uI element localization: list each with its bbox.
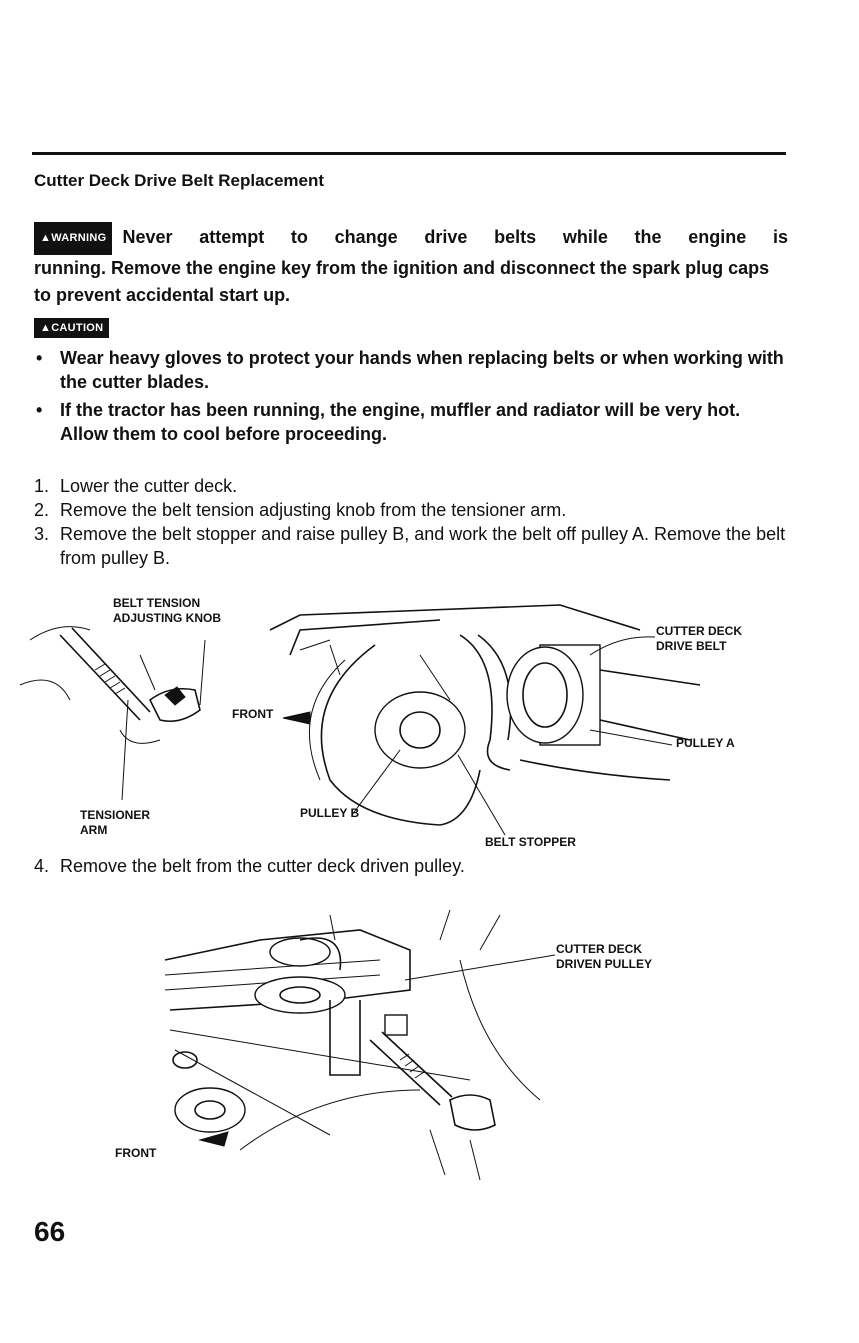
- front-arrow-icon: [282, 711, 311, 725]
- leader-pulley-a: [589, 729, 673, 746]
- warning-first-line: ▲WARNING Never attempt to change drive be…: [34, 222, 788, 255]
- leader-tensioner: [121, 699, 129, 801]
- step-item: 2.Remove the belt tension adjusting knob…: [34, 500, 567, 520]
- leader-knob: [199, 639, 206, 706]
- front-arrow-icon-2: [198, 1131, 229, 1147]
- drive-belt-illustration: [19, 604, 701, 836]
- label-cutter-deck-drive-belt: CUTTER DECK DRIVE BELT: [656, 624, 742, 653]
- page-number: 66: [34, 1216, 66, 1247]
- figure-drive-belt: BELT TENSION ADJUSTING KNOB FRONT CUTTER…: [0, 590, 859, 855]
- warning-badge-label: WARNING: [51, 232, 107, 244]
- warning-triangle-icon: ▲: [40, 232, 52, 244]
- driven-pulley-illustration: [164, 909, 556, 1181]
- step-item: 1.Lower the cutter deck.: [34, 476, 238, 496]
- leader-driven-pulley: [404, 954, 556, 981]
- leader-knob-2: [139, 654, 156, 691]
- caution-badge-label: CAUTION: [51, 322, 104, 334]
- label-belt-stopper: BELT STOPPER: [485, 835, 576, 849]
- step-item: 3.Remove the belt stopper and raise pull…: [34, 524, 786, 568]
- steps-list: 1.Lower the cutter deck. 2.Remove the be…: [34, 474, 790, 570]
- figure-driven-pulley: CUTTER DECK DRIVEN PULLEY FRONT: [0, 900, 859, 1185]
- top-rule: [32, 152, 786, 155]
- caution-badge: ▲CAUTION: [34, 318, 110, 338]
- leader-pulley-b: [351, 749, 401, 816]
- label-cutter-deck-driven-pulley: CUTTER DECK DRIVEN PULLEY: [556, 942, 653, 971]
- label-pulley-b: PULLEY B: [300, 806, 360, 820]
- caution-triangle-icon: ▲: [40, 322, 52, 334]
- label-tensioner-arm: TENSIONER ARM: [80, 808, 151, 837]
- warning-text-rest: running. Remove the engine key from the …: [34, 258, 770, 305]
- step-item-4: 4.Remove the belt from the cutter deck d…: [34, 856, 465, 876]
- label-front: FRONT: [232, 707, 274, 721]
- label-pulley-a: PULLEY A: [676, 736, 735, 750]
- label-front-2: FRONT: [115, 1146, 157, 1160]
- deck-underside-drawing: [164, 909, 541, 1181]
- caution-item: Wear heavy gloves to protect your hands …: [34, 346, 790, 394]
- tensioner-arm-drawing: [19, 626, 201, 744]
- warning-text-line1: Never attempt to change drive belts whil…: [122, 227, 788, 247]
- leader-belt-stopper: [457, 754, 506, 836]
- leader-drive-belt: [589, 636, 656, 656]
- warning-badge: ▲WARNING: [34, 222, 113, 255]
- section-title: Cutter Deck Drive Belt Replacement: [34, 171, 325, 190]
- deck-pulley-drawing: [269, 604, 701, 826]
- caution-list: Wear heavy gloves to protect your hands …: [34, 346, 790, 450]
- caution-item: If the tractor has been running, the eng…: [34, 398, 790, 446]
- label-belt-tension-knob: BELT TENSION ADJUSTING KNOB: [113, 596, 222, 625]
- warning-block: ▲WARNING Never attempt to change drive be…: [34, 222, 788, 309]
